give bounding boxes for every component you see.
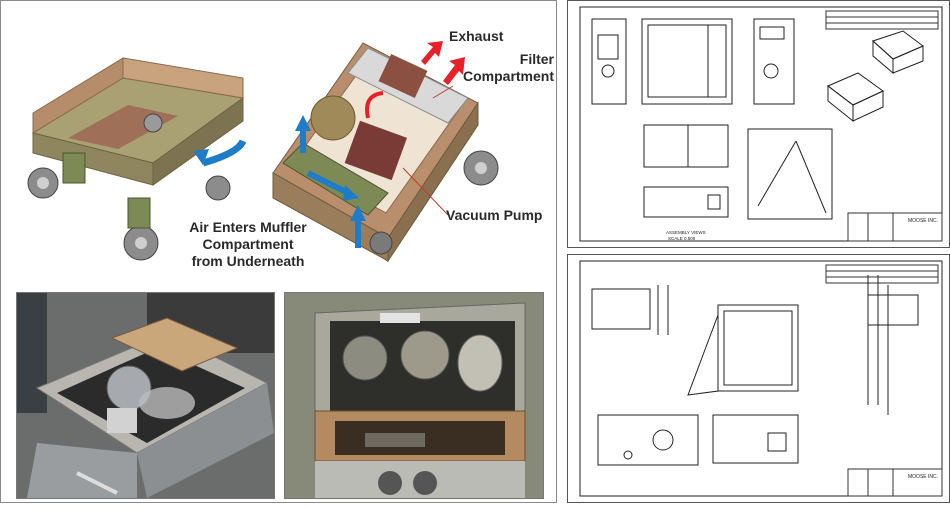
callout-filter-line2: Compartment bbox=[463, 68, 555, 84]
closed-cart-render bbox=[272, 41, 499, 263]
callout-filter-compartment: Filter Compartment bbox=[463, 51, 554, 85]
callout-air-enters: Air Enters Muffler Compartment from Unde… bbox=[183, 219, 313, 270]
drawing-sheet-top-svg: MOOSE INC. ASSEMBLY VIEWS SCALE 0.500 bbox=[579, 6, 943, 242]
left-figure-panel: Exhaust Filter Compartment Vacuum Pump A… bbox=[0, 0, 557, 503]
drawing-sheet-bottom-svg: MOOSE INC. bbox=[579, 260, 943, 497]
drawing-sheet-detail-views: MOOSE INC. bbox=[567, 254, 950, 503]
photo-pump-image bbox=[285, 293, 543, 498]
callout-air-line2: Compartment bbox=[202, 236, 294, 252]
callout-filter-line1: Filter bbox=[519, 51, 555, 67]
cad-render-svg bbox=[27, 41, 499, 263]
sheet-top-assembly-label: ASSEMBLY VIEWS bbox=[666, 230, 706, 235]
callout-air-line1: Air Enters Muffler bbox=[189, 219, 307, 235]
sheet-top-company: MOOSE INC. bbox=[908, 218, 938, 224]
photo-vacuum-pump-compartment bbox=[284, 292, 544, 499]
callout-vacuum-pump: Vacuum Pump bbox=[446, 207, 543, 223]
photo-muffler-image bbox=[17, 293, 274, 498]
sheet-bottom-company: MOOSE INC. bbox=[908, 474, 938, 480]
cad-render-area bbox=[3, 3, 555, 287]
sheet-top-scale-label: SCALE 0.500 bbox=[668, 236, 696, 241]
photo-muffler-compartment bbox=[16, 292, 275, 499]
callout-exhaust: Exhaust bbox=[449, 28, 504, 44]
callout-air-line3: from Underneath bbox=[191, 253, 305, 269]
open-cart-render bbox=[27, 57, 247, 261]
drawing-sheet-assembly-views: MOOSE INC. ASSEMBLY VIEWS SCALE 0.500 bbox=[567, 0, 950, 248]
